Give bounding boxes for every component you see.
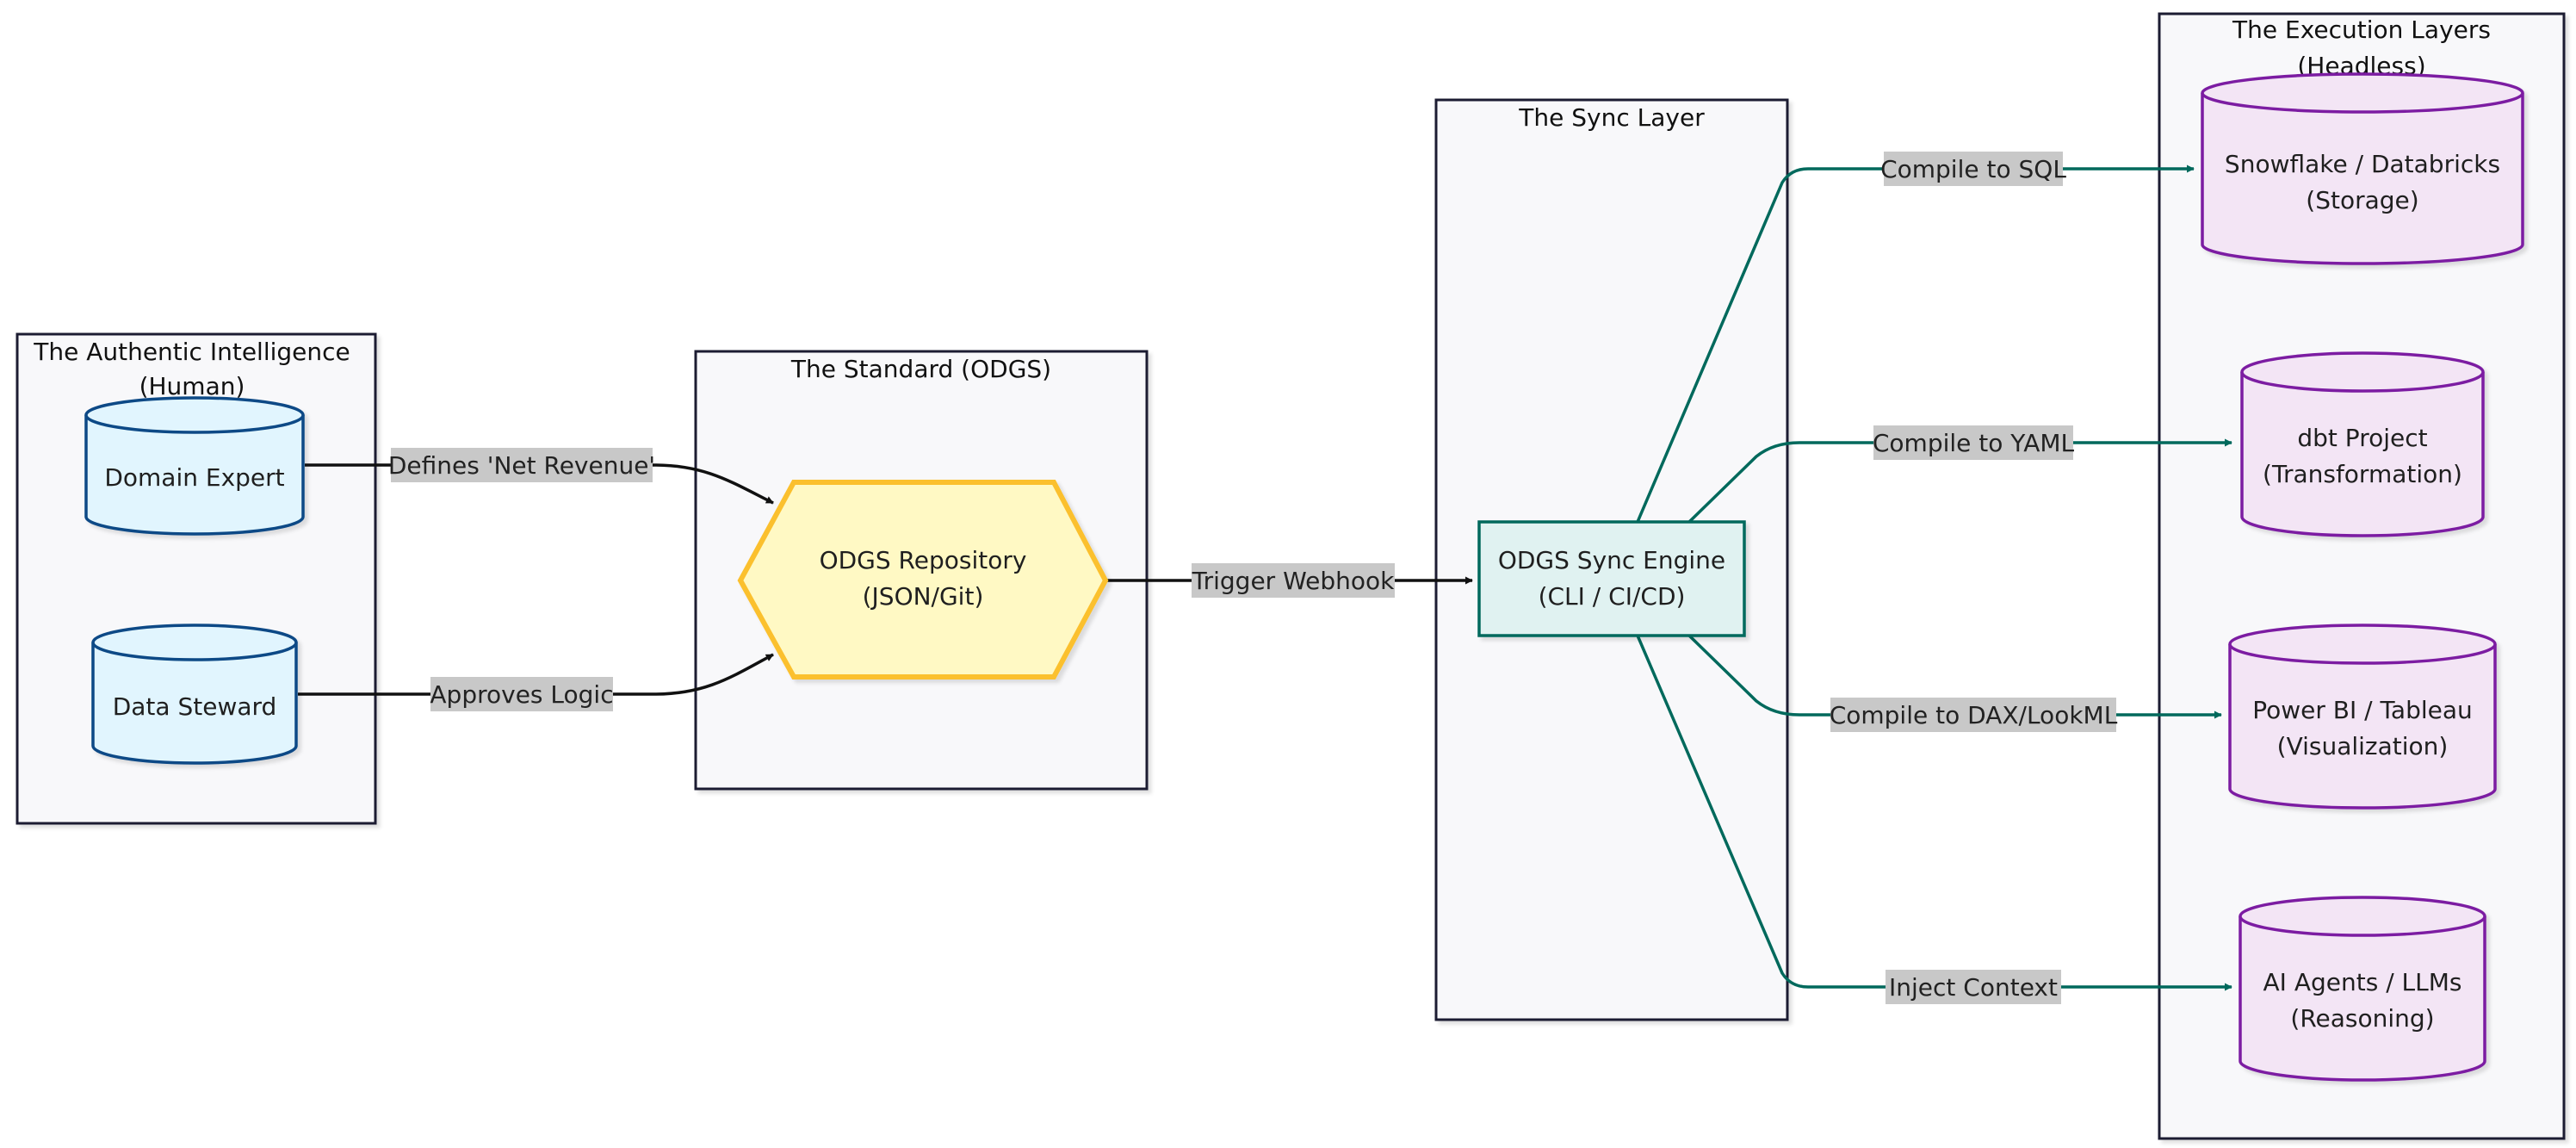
group-standard-title: The Standard (ODGS): [790, 355, 1051, 383]
svg-text:Compile to DAX/LookML: Compile to DAX/LookML: [1830, 701, 2118, 729]
node-ai-agents[interactable]: [2239, 896, 2486, 1082]
edge-label-trigger: Trigger Webhook: [1192, 563, 1396, 598]
node-powerbi[interactable]: [2228, 624, 2497, 810]
group-sync-title: The Sync Layer: [1518, 103, 1705, 132]
node-data-steward-label: Data Steward: [113, 692, 277, 721]
node-powerbi-line2: (Visualization): [2277, 732, 2449, 760]
node-domain-expert-label: Domain Expert: [104, 463, 284, 492]
edge-compile-dax: [1687, 634, 2222, 719]
node-dbt[interactable]: [2240, 351, 2485, 537]
edge-label-compile-yaml: Compile to YAML: [1873, 425, 2075, 460]
node-ai-agents-line1: AI Agents / LLMs: [2263, 968, 2462, 996]
node-powerbi-line1: Power BI / Tableau: [2252, 696, 2473, 724]
node-repository-line1: ODGS Repository: [820, 546, 1027, 574]
node-dbt-line1: dbt Project: [2297, 424, 2427, 452]
node-domain-expert[interactable]: [84, 396, 305, 536]
edge-label-defines: Defines 'Net Revenue': [388, 448, 655, 482]
node-sync-engine[interactable]: [1477, 520, 1746, 637]
node-snowflake-line2: (Storage): [2306, 186, 2418, 214]
svg-text:Compile to SQL: Compile to SQL: [1880, 155, 2066, 183]
edge-label-compile-sql: Compile to SQL: [1880, 152, 2066, 186]
node-data-steward[interactable]: [91, 624, 298, 765]
edge-label-approves: Approves Logic: [430, 677, 614, 711]
group-human-subtitle: (Human): [139, 372, 245, 400]
node-repository[interactable]: [737, 480, 1109, 679]
svg-text:Inject Context: Inject Context: [1889, 973, 2058, 1002]
edge-compile-sql: [1636, 164, 2195, 523]
node-snowflake-line1: Snowflake / Databricks: [2225, 150, 2500, 178]
edge-inject: [1636, 635, 2232, 991]
edge-label-compile-dax: Compile to DAX/LookML: [1830, 698, 2118, 732]
edge-defines: [305, 463, 774, 505]
node-ai-agents-line2: (Reasoning): [2290, 1004, 2434, 1033]
node-sync-engine-line2: (CLI / CI/CD): [1539, 582, 1686, 611]
node-dbt-line2: (Transformation): [2263, 460, 2462, 488]
svg-text:Defines 'Net Revenue': Defines 'Net Revenue': [388, 451, 655, 480]
node-repository-line2: (JSON/Git): [863, 582, 984, 611]
edge-label-inject: Inject Context: [1886, 970, 2061, 1004]
node-sync-engine-line1: ODGS Sync Engine: [1498, 546, 1725, 574]
edge-compile-yaml: [1687, 438, 2232, 524]
node-snowflake[interactable]: [2201, 72, 2524, 265]
group-human-title: The Authentic Intelligence: [33, 338, 350, 366]
svg-text:Trigger Webhook: Trigger Webhook: [1192, 567, 1396, 595]
svg-text:Compile to YAML: Compile to YAML: [1873, 429, 2075, 457]
edge-approves: [298, 653, 774, 696]
svg-text:Approves Logic: Approves Logic: [430, 680, 613, 709]
group-execution-title: The Execution Layers: [2232, 16, 2491, 44]
